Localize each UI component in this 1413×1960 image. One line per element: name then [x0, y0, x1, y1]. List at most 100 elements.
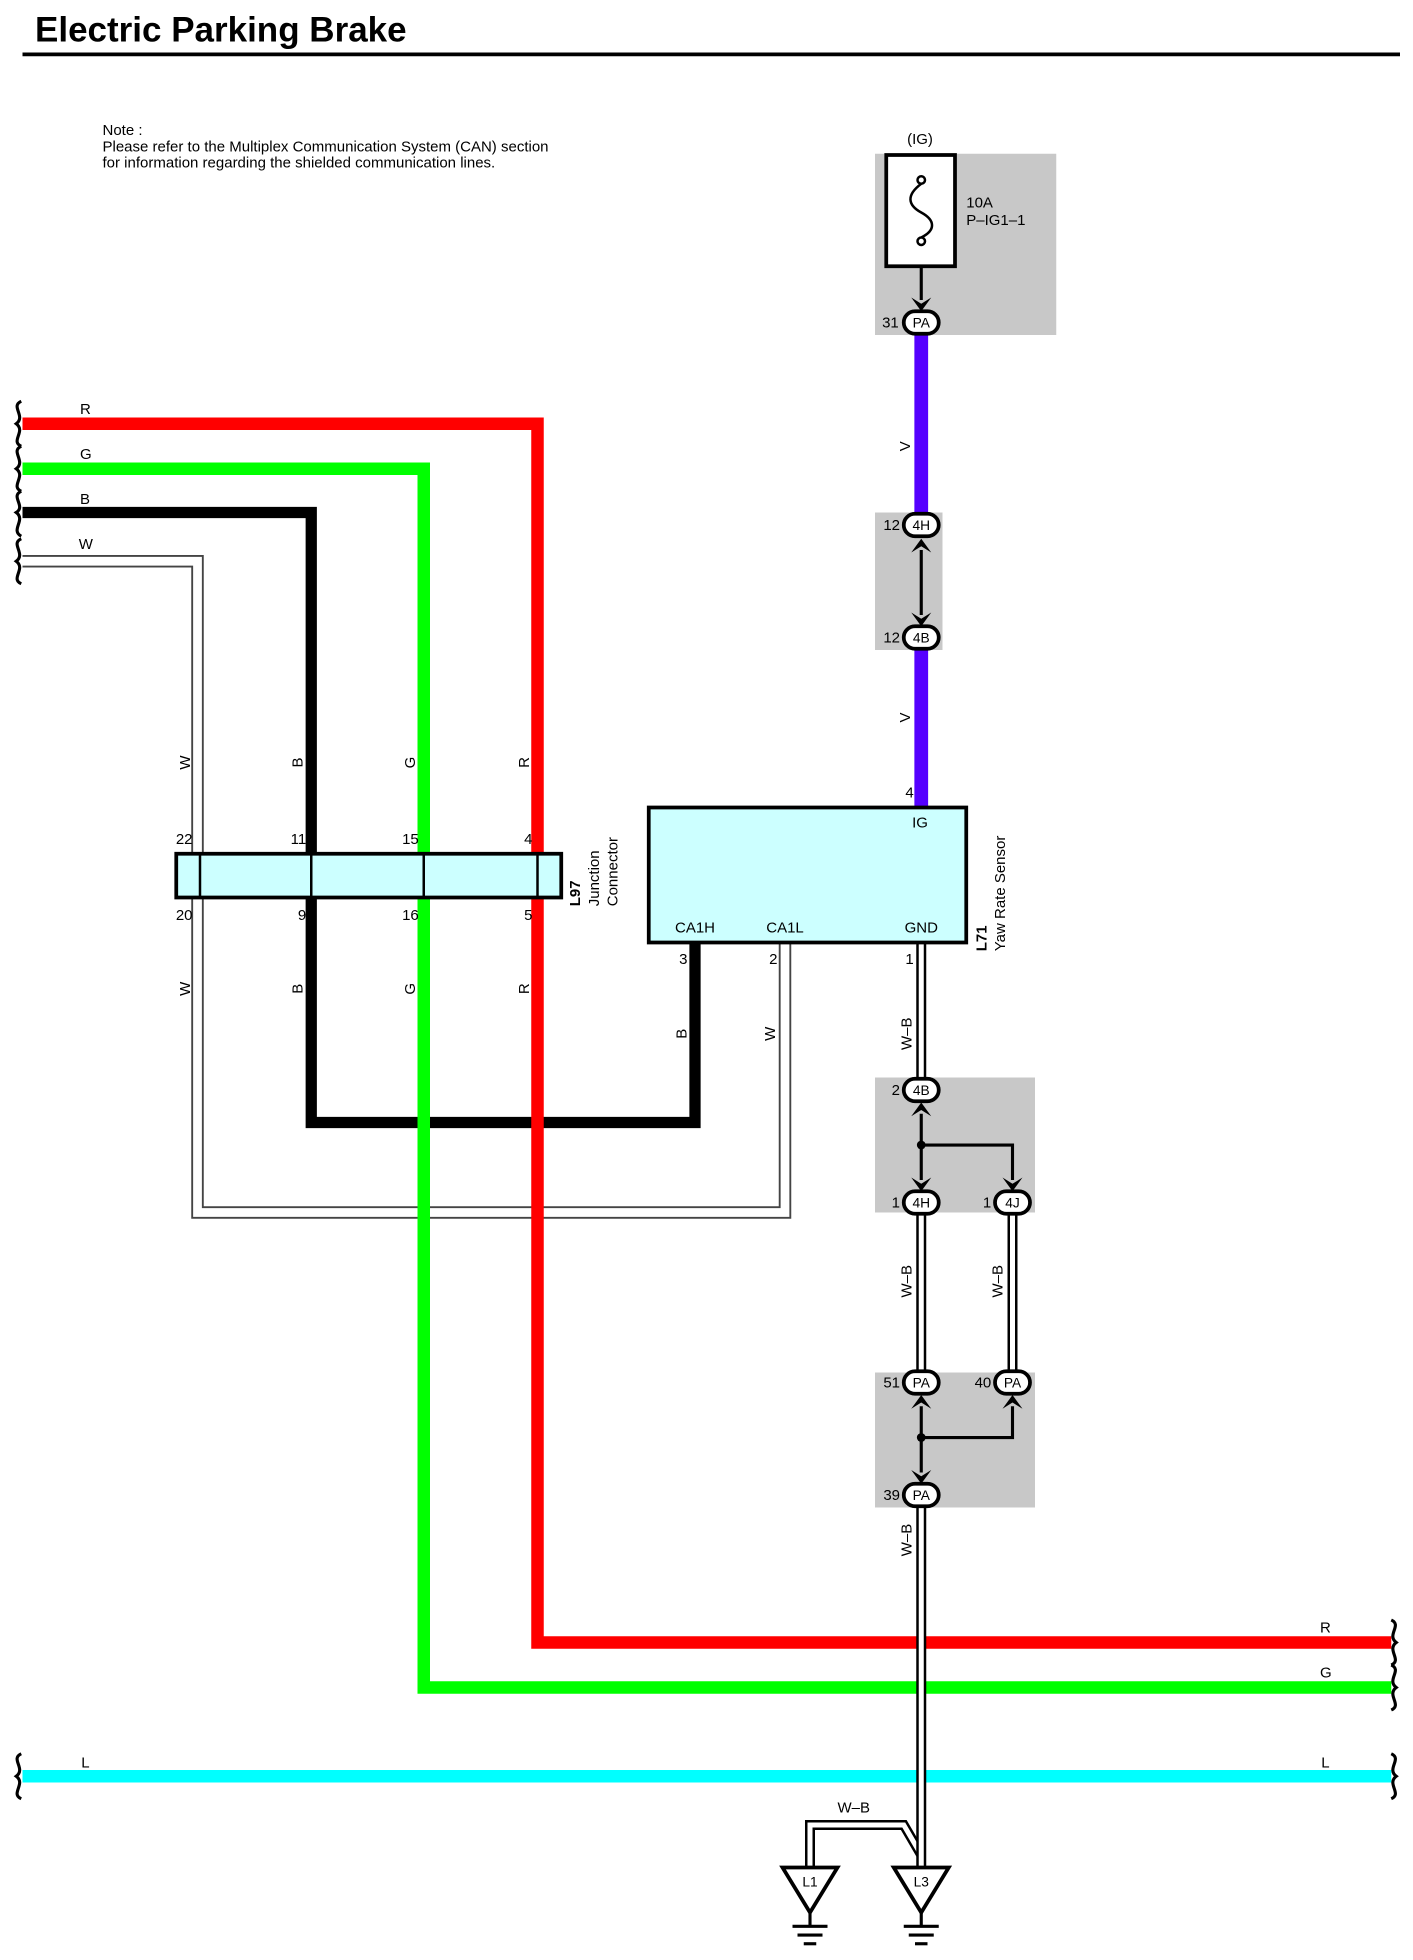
splice-point — [916, 1433, 926, 1442]
page-title: Electric Parking Brake — [35, 10, 407, 49]
black-wire — [22, 506, 701, 1129]
wire-label-red-upper: R — [516, 757, 533, 768]
svg-text:4J: 4J — [1005, 1196, 1020, 1211]
wire-label-white-left: W — [79, 536, 94, 553]
junction-pin-bottom-2: 9 — [298, 907, 306, 924]
wire-label-black-lower: B — [290, 984, 307, 994]
junction-connector-name-1: Junction — [586, 850, 603, 906]
wire-label-wb-sensor: W–B — [898, 1017, 915, 1050]
white-wire-core — [22, 556, 790, 1217]
junction-connector — [174, 851, 564, 900]
wire-label-black-left: B — [80, 491, 90, 508]
wire-label-white-upper: W — [177, 755, 194, 770]
wire-label-light-blue-right: L — [1321, 1755, 1329, 1772]
green-wire — [22, 462, 1392, 1694]
svg-text:12: 12 — [883, 630, 900, 647]
sensor-pin-ig: 4 — [905, 785, 913, 802]
svg-text:2: 2 — [892, 1082, 900, 1099]
svg-text:PA: PA — [913, 316, 931, 331]
connector-pa-39: PA 39 — [883, 1481, 941, 1509]
svg-text:PA: PA — [913, 1376, 931, 1391]
arrow-down-icon — [911, 612, 932, 627]
wire-label-green-left: G — [80, 446, 92, 463]
junction-pin-top-3: 15 — [402, 831, 419, 848]
connector-pa-51: PA 51 — [883, 1369, 941, 1396]
splice-point — [916, 1140, 926, 1150]
fuse-rating: 10A — [966, 195, 993, 212]
wire-label-wb-ground: W–B — [898, 1524, 915, 1557]
note-line-2: for information regarding the shielded c… — [103, 155, 496, 172]
wire-label-black-ca1h: B — [673, 1029, 690, 1039]
wire-label-red-lower: R — [516, 983, 533, 994]
fuse-name: P–IG1–1 — [966, 212, 1025, 229]
svg-text:12: 12 — [883, 517, 900, 534]
wire-label-green-right: G — [1320, 1665, 1332, 1682]
connector-4j-1: 4J 1 — [983, 1189, 1032, 1216]
svg-text:4B: 4B — [913, 631, 930, 646]
arrow-up-icon — [911, 1395, 932, 1409]
wire-label-white-ca1l: W — [762, 1026, 779, 1041]
arrow-down-icon — [1002, 1177, 1023, 1192]
svg-text:4H: 4H — [912, 1196, 930, 1211]
sensor-pin-ca1h: 3 — [679, 951, 687, 968]
svg-text:4B: 4B — [913, 1083, 930, 1098]
red-wire — [22, 417, 1392, 1649]
svg-text:1: 1 — [892, 1195, 900, 1212]
wire-label-green-lower: G — [402, 983, 419, 995]
wire-label-black-upper: B — [290, 757, 307, 767]
junction-connector-name-2: Connector — [605, 837, 622, 906]
sensor-terminal-ca1h: CA1H — [675, 920, 715, 937]
sensor-pin-ca1l: 2 — [769, 951, 777, 968]
arrow-up-icon — [1002, 1395, 1023, 1409]
ground-icon-l3: L3 — [890, 1865, 953, 1946]
wire-label-red-right: R — [1320, 1620, 1331, 1637]
sensor-terminal-ca1l: CA1L — [766, 920, 804, 937]
wire-label-wb-l1: W–B — [837, 1800, 870, 1817]
junction-connector-id: L97 — [567, 880, 584, 906]
connector-4b-12: 4B 12 — [883, 624, 941, 651]
svg-text:1: 1 — [983, 1195, 991, 1212]
connector-4h-1: 4H 1 — [892, 1189, 941, 1216]
sensor-pin-gnd: 1 — [905, 951, 913, 968]
junction-pin-top-4: 4 — [524, 831, 532, 848]
connector-4b-2: 4B 2 — [892, 1076, 941, 1104]
junction-pin-bottom-4: 5 — [524, 907, 532, 924]
svg-text:39: 39 — [883, 1487, 900, 1504]
white-black-ground-wires — [804, 942, 1018, 1868]
wire-label-violet-lower: V — [897, 712, 914, 722]
note-line-1: Please refer to the Multiplex Communicat… — [103, 138, 549, 155]
junction-pin-bottom-3: 16 — [402, 907, 419, 924]
arrow-down-icon — [911, 297, 932, 312]
wire-label-wb-right-branch: W–B — [989, 1265, 1006, 1298]
wire-break-symbols — [13, 399, 1399, 1801]
sensor-id: L71 — [973, 925, 990, 951]
junction-pin-top-1: 22 — [176, 831, 193, 848]
arrow-down-icon — [911, 1177, 932, 1192]
wire-label-red-left: R — [80, 401, 91, 418]
connector-4h-12: 4H 12 — [883, 511, 941, 539]
svg-text:40: 40 — [975, 1375, 992, 1392]
sensor-terminal-gnd: GND — [905, 920, 939, 937]
svg-text:51: 51 — [883, 1375, 900, 1392]
ground-icon-l1: L1 — [779, 1865, 841, 1946]
svg-text:PA: PA — [1004, 1376, 1022, 1391]
arrow-up-icon — [911, 538, 932, 553]
fuse-icon — [909, 175, 934, 247]
svg-text:31: 31 — [882, 315, 899, 332]
note-heading: Note : — [103, 122, 143, 139]
junction-pin-bottom-1: 20 — [176, 907, 193, 924]
connector-pa-40: PA 40 — [975, 1369, 1032, 1396]
sensor-name: Yaw Rate Sensor — [992, 836, 1009, 952]
wire-label-violet-upper: V — [897, 441, 914, 451]
wire-label-white-lower: W — [177, 981, 194, 996]
sensor-terminal-ig: IG — [912, 815, 928, 832]
wire-label-light-blue-left: L — [81, 1755, 89, 1772]
svg-text:L1: L1 — [802, 1874, 817, 1889]
power-source-label: (IG) — [907, 131, 933, 148]
connector-pa-31: PA 31 — [882, 309, 941, 336]
svg-text:PA: PA — [913, 1488, 931, 1503]
arrow-up-icon — [911, 1102, 932, 1117]
wire-label-green-upper: G — [402, 757, 419, 769]
svg-text:L3: L3 — [914, 1874, 930, 1889]
